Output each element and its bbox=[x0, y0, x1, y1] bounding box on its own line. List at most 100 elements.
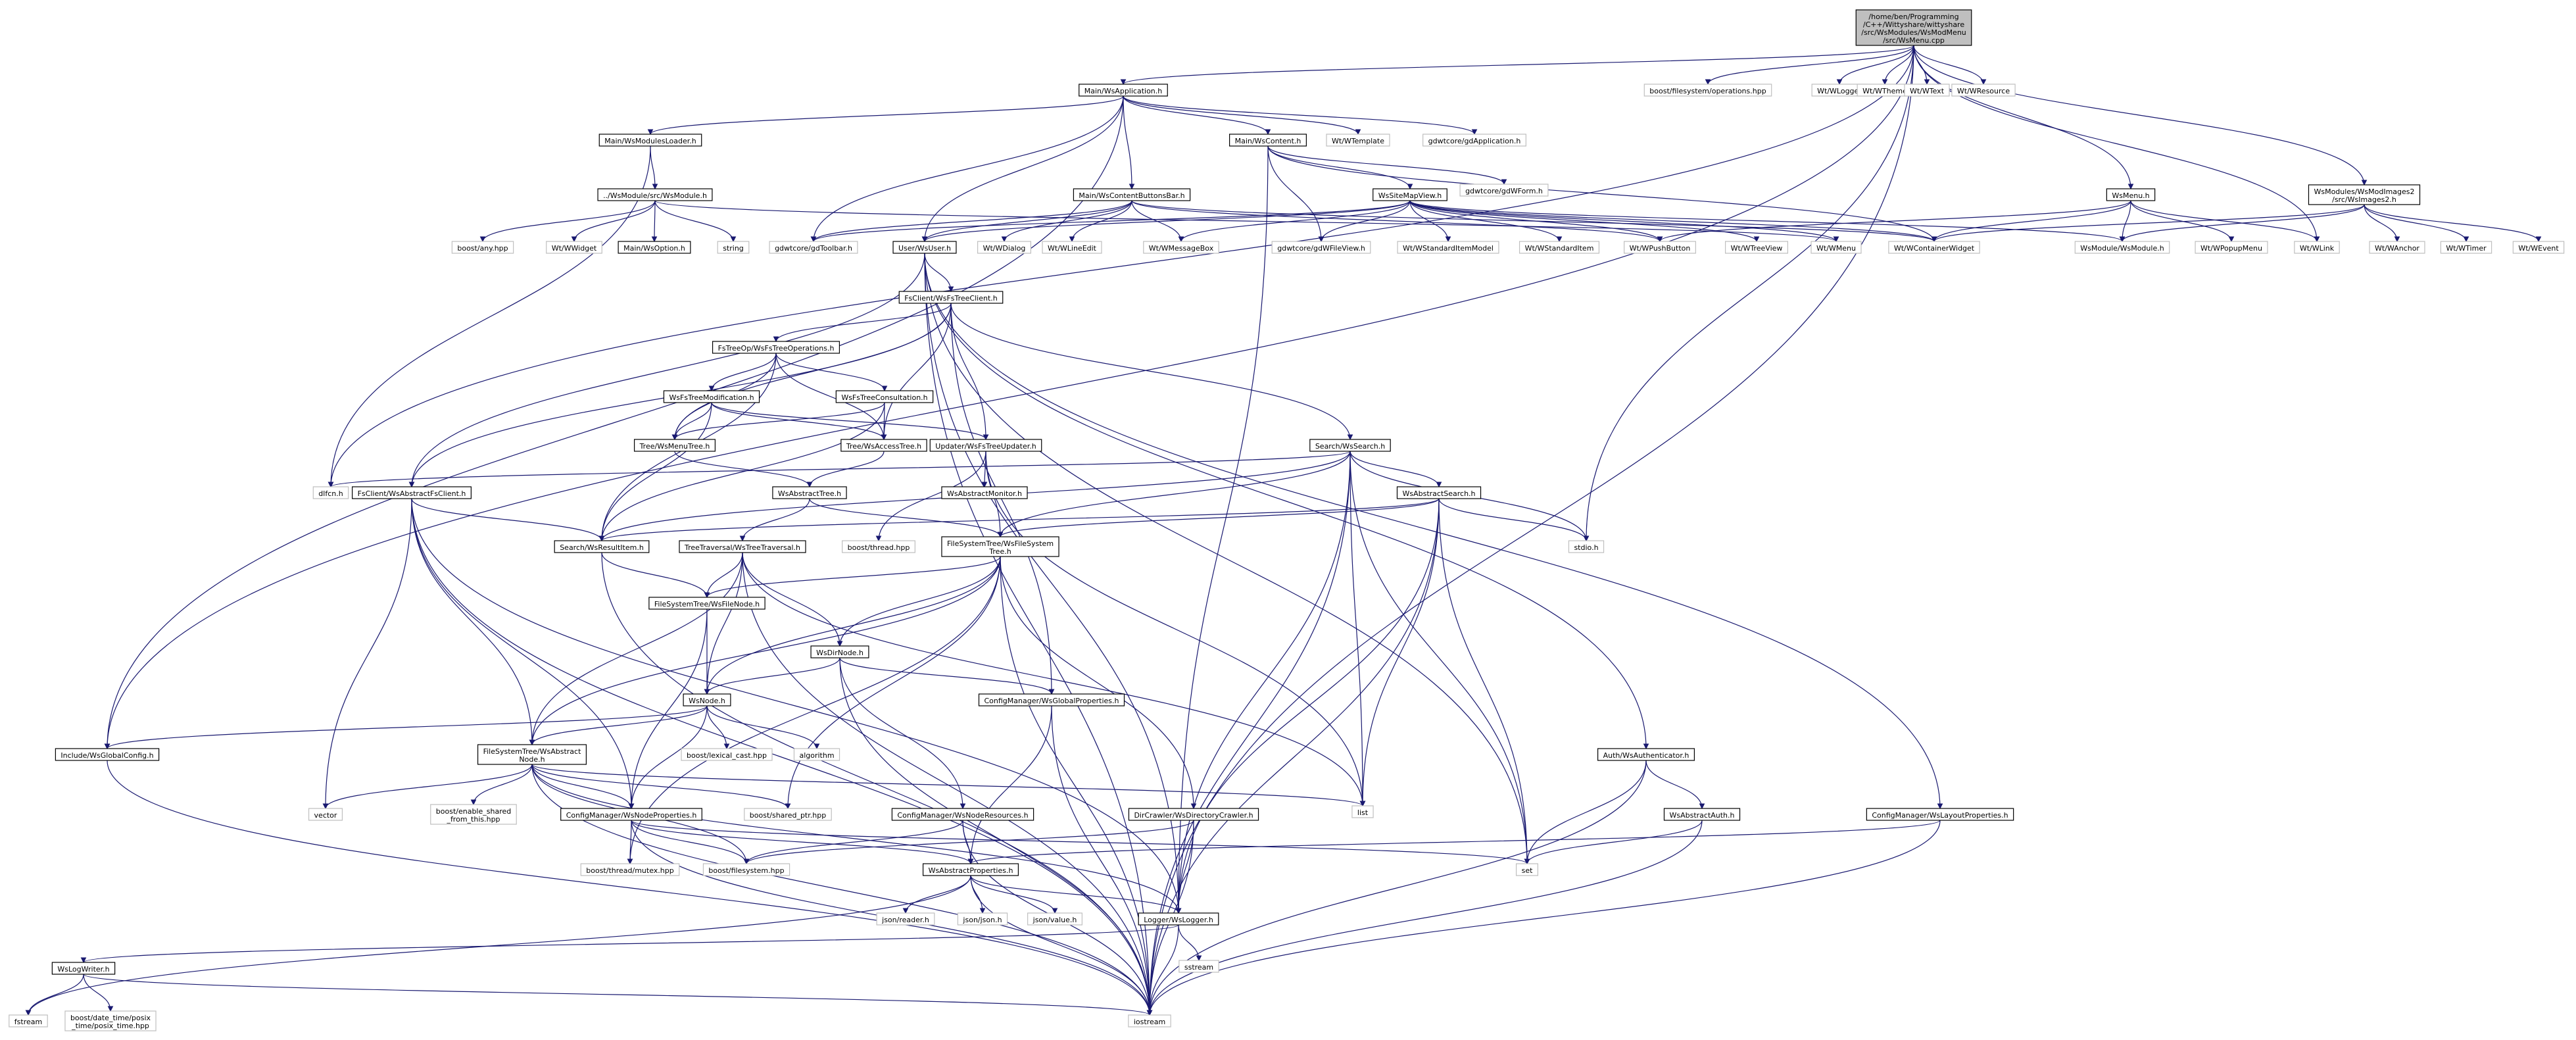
node-userwsuser[interactable]: User/WsUser.h bbox=[892, 241, 957, 254]
node-wsabstractauth[interactable]: WsAbstractAuth.h bbox=[1663, 808, 1741, 821]
node-box bbox=[648, 597, 766, 610]
node-box bbox=[891, 808, 1034, 821]
node-searchwssearch[interactable]: Search/WsSearch.h bbox=[1309, 439, 1391, 452]
edge-arrowhead bbox=[25, 1010, 32, 1016]
edge-line bbox=[970, 875, 1150, 1016]
node-label: /src/WsModules/WsModMenu bbox=[1861, 28, 1966, 37]
edge-line bbox=[1933, 200, 2131, 242]
edge-line bbox=[1178, 145, 1269, 914]
edge-line bbox=[706, 705, 817, 749]
node-treewsaccesstree[interactable]: Tree/WsAccessTree.h bbox=[840, 439, 927, 452]
node-fstreeopwsfstreeoperations[interactable]: FsTreeOp/WsFsTreeOperations.h bbox=[712, 341, 840, 354]
dependency-edge bbox=[997, 451, 1351, 538]
node-label: ConfigManager/WsGlobalProperties.h bbox=[984, 697, 1119, 705]
node-mainwscontentbuttonsbar[interactable]: Main/WsContentButtonsBar.h bbox=[1073, 188, 1191, 201]
edge-line bbox=[1349, 451, 1440, 487]
node-label: json/json.h bbox=[962, 916, 1002, 924]
dependency-edge bbox=[1359, 498, 1440, 807]
edge-line bbox=[531, 764, 1363, 806]
node-wsfstreeconsultation[interactable]: WsFsTreeConsultation.h bbox=[835, 390, 934, 403]
node-wsdirnode[interactable]: WsDirNode.h bbox=[810, 645, 869, 658]
edge-line bbox=[1362, 498, 1440, 806]
dependency-edge bbox=[1146, 498, 1440, 1016]
node-wsabstractmonitor[interactable]: WsAbstractMonitor.h bbox=[941, 486, 1028, 499]
node-box bbox=[977, 241, 1032, 254]
edge-line bbox=[654, 200, 1837, 242]
edge-line bbox=[970, 875, 983, 914]
node-treetraversalwstreetraversal[interactable]: TreeTraversal/WsTreeTraversal.h bbox=[679, 540, 806, 553]
node-root[interactable]: /home/ben/Programming/C++/Wittyshare/wit… bbox=[1855, 9, 1972, 46]
edge-line bbox=[1000, 498, 1440, 537]
node-fsclientwsabstractfsclient[interactable]: FsClient/WsAbstractFsClient.h bbox=[352, 486, 472, 499]
node-wsabstractproperties[interactable]: WsAbstractProperties.h bbox=[922, 863, 1019, 876]
edge-line bbox=[1349, 451, 1528, 864]
edge-arrowhead bbox=[2361, 180, 2368, 186]
node-label: FsClient/WsAbstractFsClient.h bbox=[358, 489, 466, 498]
edge-arrowhead bbox=[2127, 184, 2134, 190]
node-box bbox=[1079, 84, 1168, 97]
edge-arrowhead bbox=[2463, 236, 2469, 243]
edge-line bbox=[531, 552, 743, 745]
node-mainwscontent[interactable]: Main/WsContent.h bbox=[1229, 134, 1307, 147]
node-box bbox=[681, 748, 773, 761]
node-wsmodulesrc[interactable]: ../WsModule/src/WsModule.h bbox=[597, 188, 713, 201]
edge-line bbox=[1180, 200, 1411, 242]
node-dlfcn: dlfcn.h bbox=[312, 486, 349, 499]
node-wsabstracttree[interactable]: WsAbstractTree.h bbox=[772, 486, 847, 499]
dependency-edge bbox=[970, 875, 1153, 1016]
node-authwsauthenticator[interactable]: Auth/WsAuthenticator.h bbox=[1597, 748, 1695, 761]
node-boostfsops: boost/filesystem/operations.hpp bbox=[1643, 84, 1772, 97]
node-updaterwsfstreeupdater[interactable]: Updater/WsFsTreeUpdater.h bbox=[929, 439, 1042, 452]
node-mainwsoption[interactable]: Main/WsOption.h bbox=[618, 241, 691, 254]
node-wslogwriter[interactable]: WsLogWriter.h bbox=[51, 962, 116, 975]
dependency-edge bbox=[1146, 760, 1647, 1016]
node-searchwsresultitem[interactable]: Search/WsResultItem.h bbox=[554, 540, 650, 553]
edge-line bbox=[2122, 204, 2365, 242]
edge-line bbox=[330, 451, 1351, 487]
node-wsmodimages2[interactable]: WsModules/WsModImages2/src/WsImages2.h bbox=[2308, 184, 2421, 205]
node-label: WsNode.h bbox=[689, 697, 725, 705]
node-wssitemapview[interactable]: WsSiteMapView.h bbox=[1373, 188, 1447, 201]
node-configmanagerwsnodeproperties[interactable]: ConfigManager/WsNodeProperties.h bbox=[560, 808, 702, 821]
node-dircrawlerwsdirectorycrawler[interactable]: DirCrawler/WsDirectoryCrawler.h bbox=[1128, 808, 1259, 821]
node-mainwsmodulesloader[interactable]: Main/WsModulesLoader.h bbox=[598, 134, 702, 147]
node-configmanagerwsglobalproperties[interactable]: ConfigManager/WsGlobalProperties.h bbox=[978, 693, 1125, 706]
edge-line bbox=[473, 764, 533, 805]
edge-line bbox=[950, 303, 986, 440]
node-fsclientwsfstreeclient[interactable]: FsClient/WsFsTreeClient.h bbox=[898, 291, 1004, 304]
node-mainwsapplication[interactable]: Main/WsApplication.h bbox=[1079, 84, 1168, 97]
node-box bbox=[1643, 84, 1772, 97]
edge-line bbox=[924, 253, 1528, 864]
edge-line bbox=[711, 353, 777, 391]
node-wsfstreemodification[interactable]: WsFsTreeModification.h bbox=[663, 390, 760, 403]
node-includewsglobalconfig[interactable]: Include/WsGlobalConfig.h bbox=[55, 748, 160, 761]
dependency-edge bbox=[1146, 820, 1703, 1016]
node-box bbox=[2106, 188, 2156, 201]
edge-arrowhead bbox=[2394, 236, 2400, 243]
node-wsmenuh[interactable]: WsMenu.h bbox=[2106, 188, 2156, 201]
edge-arrowhead bbox=[1882, 79, 1888, 86]
edge-line bbox=[1149, 924, 1179, 1016]
node-wtext: Wt/WText bbox=[1904, 84, 1950, 97]
dependency-edge bbox=[2364, 204, 2469, 243]
edge-line bbox=[1267, 145, 1935, 242]
edge-arrowhead bbox=[1178, 236, 1184, 243]
dependency-edge bbox=[704, 657, 840, 695]
node-loggerwslogger[interactable]: Logger/WsLogger.h bbox=[1138, 912, 1219, 926]
node-wsnode[interactable]: WsNode.h bbox=[683, 693, 731, 706]
node-label: json/reader.h bbox=[881, 916, 929, 924]
dependency-edge bbox=[1175, 451, 1351, 914]
node-filesystemtreewsfilenode[interactable]: FileSystemTree/WsFileNode.h bbox=[648, 597, 766, 610]
edge-line bbox=[924, 253, 1941, 809]
node-wtimer: Wt/WTimer bbox=[2440, 241, 2492, 254]
node-configmanagerwslayoutproperties[interactable]: ConfigManager/WsLayoutProperties.h bbox=[1866, 808, 2014, 821]
node-box bbox=[842, 540, 915, 553]
dependency-edge bbox=[839, 657, 1153, 1016]
node-treewsmenutree[interactable]: Tree/WsMenuTree.h bbox=[633, 439, 716, 452]
node-configmanagerwsnoderesources[interactable]: ConfigManager/WsNodeResources.h bbox=[891, 808, 1034, 821]
node-wsabstractsearch[interactable]: WsAbstractSearch.h bbox=[1396, 486, 1482, 499]
edge-arrowhead bbox=[708, 385, 715, 392]
